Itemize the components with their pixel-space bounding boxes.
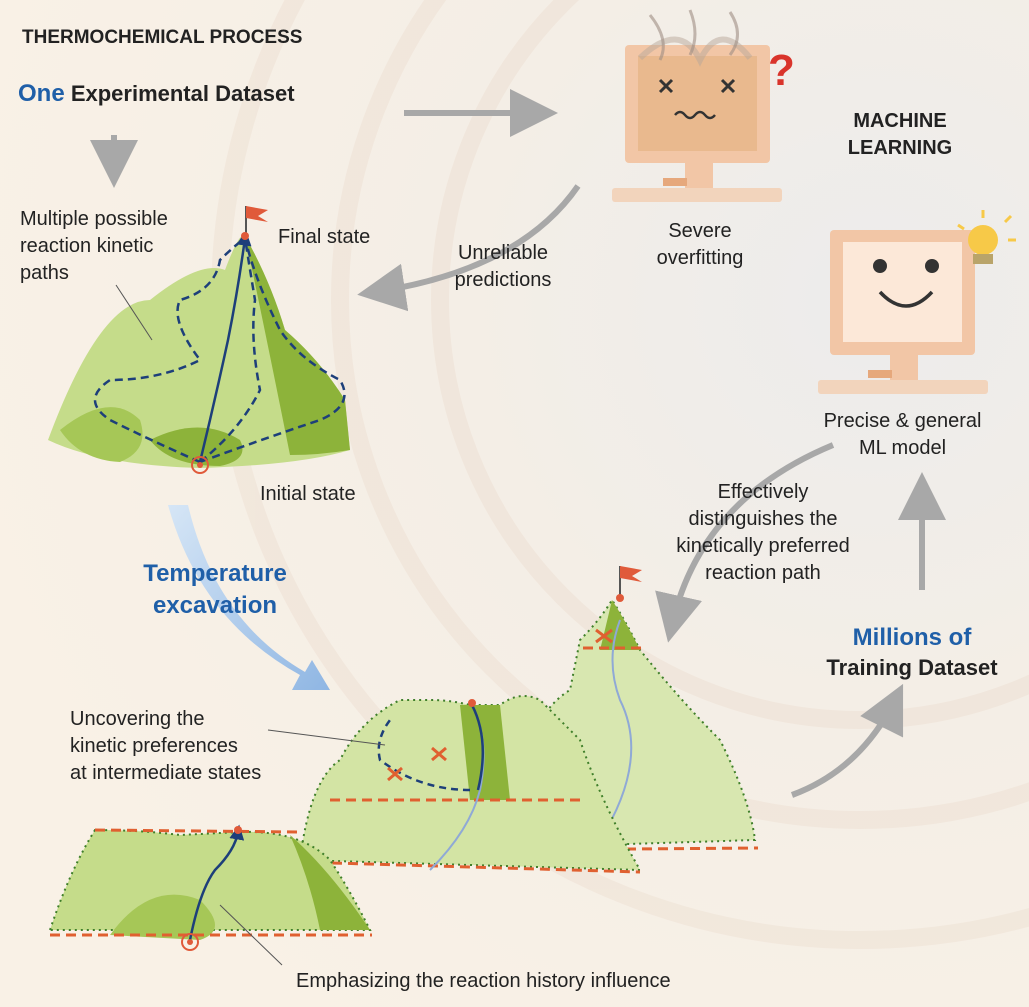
emphasizing-label: Emphasizing the reaction history influen… (296, 970, 671, 992)
multiple-paths-line-3: paths (20, 262, 69, 284)
unreliable-line-1: Unreliable (457, 242, 549, 264)
temperature-label: Temperature excavation (120, 558, 310, 622)
mountain-top (48, 206, 350, 474)
temperature-arrow (168, 505, 330, 690)
dataset-emphasis: One (18, 80, 65, 107)
happy-computer-icon (818, 230, 988, 394)
leader-emphasizing (219, 904, 283, 966)
arrow-distinguish (655, 442, 835, 643)
multiple-paths-label: Multiple possible reaction kinetic paths (20, 206, 168, 287)
final-state-label: Final state (278, 226, 371, 248)
uncovering-line-2: kinetic preferences (70, 735, 238, 757)
unreliable-label: Unreliable predictions (438, 240, 568, 294)
page-title: THERMOCHEMICAL PROCESS (22, 27, 303, 48)
leader-uncovering (267, 729, 386, 746)
millions-label: Millions of Training Dataset (812, 623, 1012, 683)
temperature-line-2: excavation (152, 592, 278, 619)
effectively-label: Effectively distinguishes the kineticall… (648, 479, 878, 587)
effectively-line-1: Effectively (717, 481, 809, 503)
ml-line-1: MACHINE (853, 110, 947, 132)
uncovering-line-3: at intermediate states (70, 762, 262, 784)
multiple-paths-line-2: reaction kinetic (20, 235, 154, 257)
arrow-unreliable (357, 184, 581, 312)
overfitting-line-1: Severe (668, 220, 732, 242)
flag-icon (620, 566, 642, 582)
overfitting-line-2: overfitting (656, 247, 744, 269)
initial-state-label: Initial state (260, 483, 356, 505)
temperature-line-1: Temperature (143, 560, 287, 587)
dataset-label: One Experimental Dataset (18, 80, 295, 107)
sad-computer-icon (612, 9, 782, 202)
question-mark-icon: ? (768, 46, 795, 95)
multiple-paths-line-1: Multiple possible (20, 208, 168, 230)
millions-text: Training Dataset (826, 655, 998, 680)
ml-line-2: LEARNING (847, 137, 953, 159)
ml-heading: MACHINE LEARNING (830, 108, 970, 162)
precise-line-2: ML model (858, 437, 947, 459)
light-bulb-icon (957, 210, 1016, 264)
uncovering-line-1: Uncovering the (70, 708, 205, 730)
uncovering-label: Uncovering the kinetic preferences at in… (70, 706, 261, 787)
effectively-line-4: reaction path (705, 562, 821, 584)
precise-label: Precise & general ML model (800, 408, 1005, 462)
precise-line-1: Precise & general (823, 410, 982, 432)
arrow-to-millions (790, 683, 904, 798)
leader-multiple (115, 284, 153, 341)
overfitting-label: Severe overfitting (640, 218, 760, 272)
dataset-text: Experimental Dataset (70, 81, 295, 106)
millions-emphasis: Millions of (852, 624, 972, 651)
mountain-stack (48, 566, 759, 951)
flow-arrows (90, 89, 946, 798)
effectively-line-3: kinetically preferred (676, 535, 850, 557)
unreliable-line-2: predictions (454, 269, 552, 291)
flag-icon (246, 206, 268, 222)
effectively-line-2: distinguishes the (688, 508, 838, 530)
